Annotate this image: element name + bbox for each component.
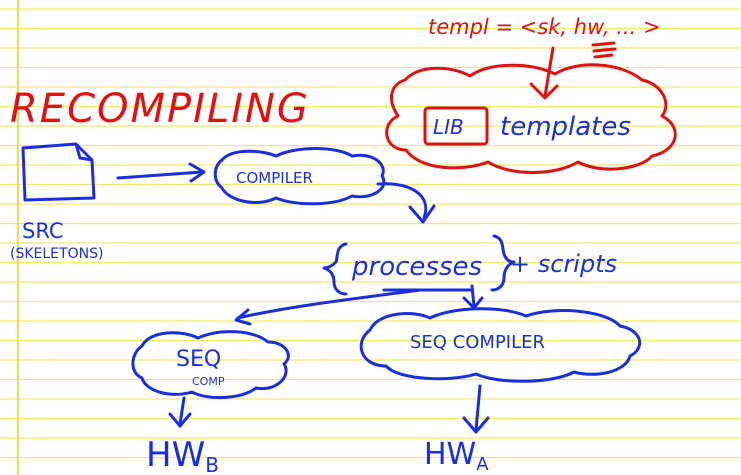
processes-left-brace [322, 242, 348, 296]
seqcompiler-to-hwa-arrow [474, 384, 482, 432]
lib-box-label: LIB [433, 115, 464, 139]
seq-compiler-label: SEQ COMPILER [410, 332, 545, 353]
scripts-label: + scripts [510, 250, 617, 278]
processes-label: processes [351, 252, 482, 282]
processes-to-seqcompiler-arrow [470, 284, 476, 308]
lib-box [423, 106, 489, 146]
src-document-icon [21, 142, 96, 202]
seqcompiler-to-hwa-arrowhead [462, 416, 490, 434]
lib-templates-cloud [385, 63, 677, 174]
src-to-compiler-arrowhead [188, 162, 206, 183]
templ-note: templ = <sk, hw, ... > [428, 15, 661, 39]
hw-b-label: HWB [146, 435, 219, 475]
templ-to-lib-arrowhead [529, 82, 559, 100]
seq-comp-line2: COMP [192, 375, 225, 388]
hw-a-label: HWA [424, 437, 489, 475]
hw-b-subscript: B [205, 453, 219, 475]
hw-a-main: HW [424, 437, 476, 472]
src-sublabel: (SKELETONS) [10, 246, 103, 262]
title-recompiling: RECOMPILING [10, 86, 310, 132]
lib-templates-label: templates [500, 112, 631, 142]
processes-to-seqcomp-arrow [236, 288, 422, 320]
ruled-lines [0, 8, 741, 459]
templ-emphasis-marks [591, 41, 617, 59]
seq-comp-line1: SEQ [176, 347, 221, 372]
seqcomp-to-hwb-arrowhead [168, 412, 192, 428]
compiler-to-processes-arrowhead [408, 204, 436, 224]
seq-compiler-cloud [359, 307, 642, 383]
seqcomp-to-hwb-arrow [178, 396, 186, 426]
hw-b-main: HW [146, 435, 205, 475]
src-label: SRC [22, 219, 64, 243]
seq-comp-cloud [131, 330, 290, 400]
compiler-cloud [213, 147, 386, 206]
processes-to-seqcomp-arrowhead [234, 308, 252, 326]
processes-right-brace [490, 234, 516, 292]
compiler-to-processes-arrow [376, 182, 428, 220]
compiler-label: COMPILER [236, 169, 313, 187]
hw-a-subscript: A [476, 454, 489, 475]
src-to-compiler-arrow [116, 170, 204, 180]
